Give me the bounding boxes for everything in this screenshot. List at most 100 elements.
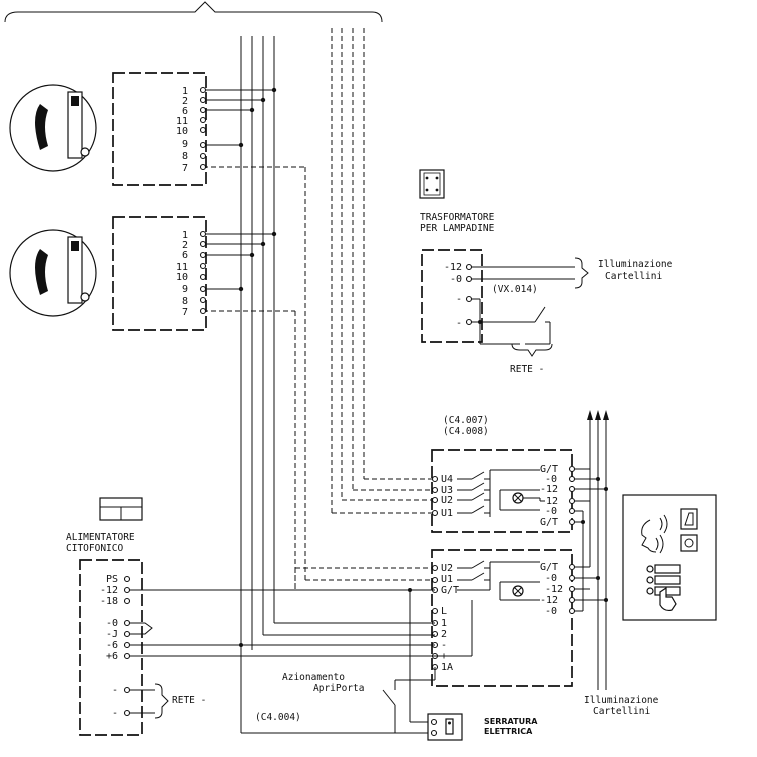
transformer-section: TRASFORMATORE PER LAMPADINE -12 -0 - - R…	[419, 169, 673, 375]
svg-text:-0: -0	[545, 474, 557, 485]
svg-text:-12: -12	[540, 496, 558, 507]
svg-text:10: 10	[176, 126, 188, 137]
power-supply-section: ALIMENTATORE CITOFONICO PS -12 -18 -0 -J…	[66, 497, 206, 736]
svg-text:U2: U2	[441, 495, 453, 506]
push-lamp	[499, 489, 545, 511]
svg-text:G/T: G/T	[441, 585, 459, 596]
mains-brace-bottom	[154, 683, 169, 719]
dashed-riser-bundle	[331, 28, 365, 513]
svg-text:6: 6	[182, 106, 188, 117]
module-interconnects	[575, 410, 609, 690]
door-release-label-1: Azionamento	[282, 672, 345, 683]
svg-text:U1: U1	[441, 508, 453, 519]
svg-text:U3: U3	[441, 485, 453, 496]
svg-text:10: 10	[176, 272, 188, 283]
door-release-label-2: ApriPorta	[313, 683, 364, 694]
handset-1-box	[112, 72, 207, 186]
svg-text:8: 8	[182, 151, 188, 162]
transformer-box	[421, 249, 483, 343]
svg-text:-0: -0	[545, 606, 557, 617]
mains-brace-top	[511, 343, 553, 357]
handset-unit-2: 1 2 6 11 10 9 8 7	[9, 216, 296, 590]
svg-text:-12: -12	[540, 484, 558, 495]
transformer-icon	[419, 169, 445, 199]
svg-text:L: L	[441, 606, 447, 617]
push-module-code-2: (C4.008)	[443, 426, 489, 437]
svg-text:9: 9	[182, 284, 188, 295]
svg-text:11: 11	[176, 262, 188, 273]
svg-text:-12: -12	[545, 584, 563, 595]
power-supply-jumper	[130, 622, 153, 635]
svg-text:-: -	[456, 318, 462, 329]
svg-text:-6: -6	[106, 640, 118, 651]
svg-text:U2: U2	[441, 563, 453, 574]
lock-label-1: SERRATURA	[484, 717, 538, 726]
svg-text:G/T: G/T	[540, 464, 558, 475]
svg-text:11: 11	[176, 116, 188, 127]
transformer-code: (VX.014)	[492, 284, 538, 295]
push-button-module: (C4.007) (C4.008) U4 U3 U2 U1	[332, 415, 576, 533]
svg-text:-J: -J	[106, 629, 118, 640]
power-supply-wiring	[130, 588, 473, 734]
handset-2-icon	[9, 229, 97, 317]
main-lamp	[499, 581, 540, 601]
lighting-label-top-1: Illuminazione	[598, 259, 673, 270]
svg-text:U1: U1	[441, 574, 453, 585]
lighting-brace-top	[574, 257, 589, 289]
svg-text:2: 2	[441, 629, 447, 640]
svg-text:-12: -12	[444, 262, 462, 273]
power-supply-subtitle: CITOFONICO	[66, 543, 123, 554]
svg-text:-: -	[112, 708, 118, 719]
handset-unit-1: 1 2 6 11 10 9 8 7	[9, 72, 306, 580]
svg-text:G/T: G/T	[540, 517, 558, 528]
main-module: U2 U1 G/T L 1 2 - + 1A G/T -0 -12 -12	[294, 549, 576, 687]
svg-text:1: 1	[182, 86, 188, 97]
lighting-label-bottom-1: Illuminazione	[584, 695, 659, 706]
lighting-label-top-2: Cartellini	[605, 271, 662, 282]
svg-text:9: 9	[182, 139, 188, 150]
main-switches	[457, 560, 540, 591]
svg-text:PS: PS	[106, 574, 118, 585]
power-supply-icon	[99, 497, 143, 521]
main-module-box	[431, 549, 573, 687]
svg-text:G/T: G/T	[540, 562, 558, 573]
svg-text:7: 7	[182, 163, 188, 174]
svg-text:-0: -0	[450, 274, 462, 285]
svg-text:-: -	[441, 640, 447, 651]
power-supply-mains-label: RETE -	[172, 695, 206, 706]
svg-text:2: 2	[182, 240, 188, 251]
svg-text:1: 1	[441, 618, 447, 629]
svg-text:-12: -12	[540, 595, 558, 606]
svg-text:7: 7	[182, 307, 188, 318]
svg-text:8: 8	[182, 296, 188, 307]
solid-riser-bundle	[240, 36, 275, 733]
svg-text:U4: U4	[441, 474, 453, 485]
svg-text:2: 2	[182, 96, 188, 107]
svg-text:6: 6	[182, 250, 188, 261]
transformer-title: TRASFORMATORE	[420, 212, 495, 223]
svg-text:-0: -0	[106, 618, 118, 629]
lighting-label-bottom-2: Cartellini	[593, 706, 650, 717]
svg-text:-: -	[456, 294, 462, 305]
push-module-code-1: (C4.007)	[443, 415, 489, 426]
transformer-subtitle: PER LAMPADINE	[420, 223, 495, 234]
svg-text:-0: -0	[545, 506, 557, 517]
push-switches	[457, 469, 540, 517]
svg-text:-: -	[112, 685, 118, 696]
svg-text:+6: +6	[106, 651, 118, 662]
power-supply-box	[79, 559, 143, 736]
door-release-code: (C4.004)	[255, 712, 301, 723]
entrance-panel-icon	[622, 494, 717, 621]
top-brace	[4, 1, 383, 23]
svg-text:1A: 1A	[441, 662, 453, 673]
svg-text:1: 1	[182, 230, 188, 241]
svg-text:-12: -12	[100, 585, 118, 596]
lock-label-2: ELETTRICA	[484, 727, 533, 736]
svg-text:-0: -0	[545, 573, 557, 584]
handset-2-box	[112, 216, 207, 331]
power-supply-title: ALIMENTATORE	[66, 532, 135, 543]
electric-lock-icon	[427, 713, 463, 741]
transformer-mains-label: RETE -	[510, 364, 544, 375]
handset-1-icon	[9, 84, 97, 172]
